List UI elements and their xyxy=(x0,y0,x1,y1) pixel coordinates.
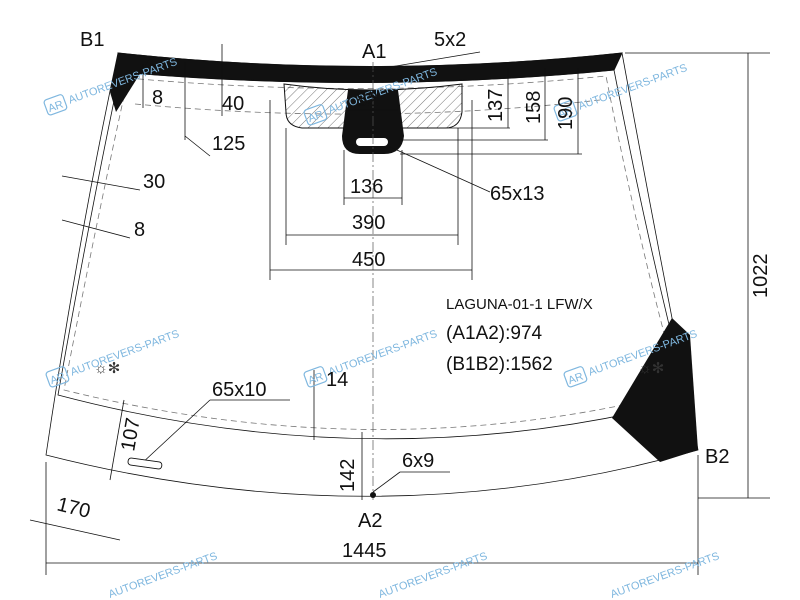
dim-65x13: 65x13 xyxy=(490,183,545,205)
dim-82: 82 xyxy=(356,89,378,111)
dim-5x2: 5x2 xyxy=(434,29,466,51)
airbag-icon-left: ☼✻ xyxy=(94,360,120,377)
dim-450: 450 xyxy=(352,249,385,271)
svg-text:AR: AR xyxy=(567,371,586,388)
dim-8-top: 8 xyxy=(152,87,163,109)
watermark-logo-5: AR AUTOREVERS-PARTS xyxy=(303,328,439,388)
dim-137: 137 xyxy=(485,89,507,122)
svg-text:AR: AR xyxy=(47,99,66,116)
dimension-lines xyxy=(29,44,770,575)
black-band-right xyxy=(612,318,698,462)
bottom-slot-65x10 xyxy=(127,457,163,470)
dim-190: 190 xyxy=(555,97,577,130)
black-corner-left xyxy=(110,53,150,112)
svg-text:AUTOREVERS-PARTS: AUTOREVERS-PARTS xyxy=(69,328,181,379)
black-band-top xyxy=(117,52,623,84)
bottom-point-6x9 xyxy=(370,492,376,498)
svg-text:AR: AR xyxy=(307,109,326,126)
point-label-a2: A2 xyxy=(358,510,382,532)
point-label-a1: A1 xyxy=(362,41,386,63)
airbag-icon-right: ☼✻ xyxy=(638,360,664,377)
svg-text:AUTOREVERS-PARTS: AUTOREVERS-PARTS xyxy=(377,550,489,600)
dim-8-side: 8 xyxy=(134,219,145,241)
dim-6x9: 6x9 xyxy=(402,450,434,472)
dim-142: 142 xyxy=(337,459,359,492)
svg-text:AR: AR xyxy=(49,371,68,388)
watermark-logo-8: AUTOREVERS-PARTS xyxy=(377,550,489,600)
dim-158: 158 xyxy=(523,91,545,124)
dim-30: 30 xyxy=(143,171,165,193)
watermark-logo-9: AUTOREVERS-PARTS xyxy=(609,550,721,600)
dim-125: 125 xyxy=(212,133,245,155)
point-label-b2: B2 xyxy=(705,446,729,468)
watermark-logo-7: AUTOREVERS-PARTS xyxy=(107,550,219,600)
dim-a1a2: (A1A2):974 xyxy=(446,323,543,344)
mirror-slot-65x13 xyxy=(356,138,388,146)
svg-text:AR: AR xyxy=(307,371,326,388)
dim-65x10: 65x10 xyxy=(212,379,267,401)
dim-170: 170 xyxy=(55,494,93,523)
dim-136: 136 xyxy=(350,176,383,198)
point-label-b1: B1 xyxy=(80,29,104,51)
svg-text:AUTOREVERS-PARTS: AUTOREVERS-PARTS xyxy=(107,550,219,600)
dim-1022: 1022 xyxy=(750,254,772,299)
dim-b1b2: (B1B2):1562 xyxy=(446,354,553,375)
dim-107: 107 xyxy=(117,416,144,453)
svg-text:AUTOREVERS-PARTS: AUTOREVERS-PARTS xyxy=(609,550,721,600)
dim-1445: 1445 xyxy=(342,540,387,562)
dim-390: 390 xyxy=(352,212,385,234)
dim-14: 14 xyxy=(326,369,348,391)
svg-text:AR: AR xyxy=(557,105,576,122)
watermark-logo-4: AR AUTOREVERS-PARTS xyxy=(45,328,181,388)
model-code: LAGUNA-01-1 LFW/X xyxy=(446,296,593,313)
dim-40: 40 xyxy=(222,93,244,115)
